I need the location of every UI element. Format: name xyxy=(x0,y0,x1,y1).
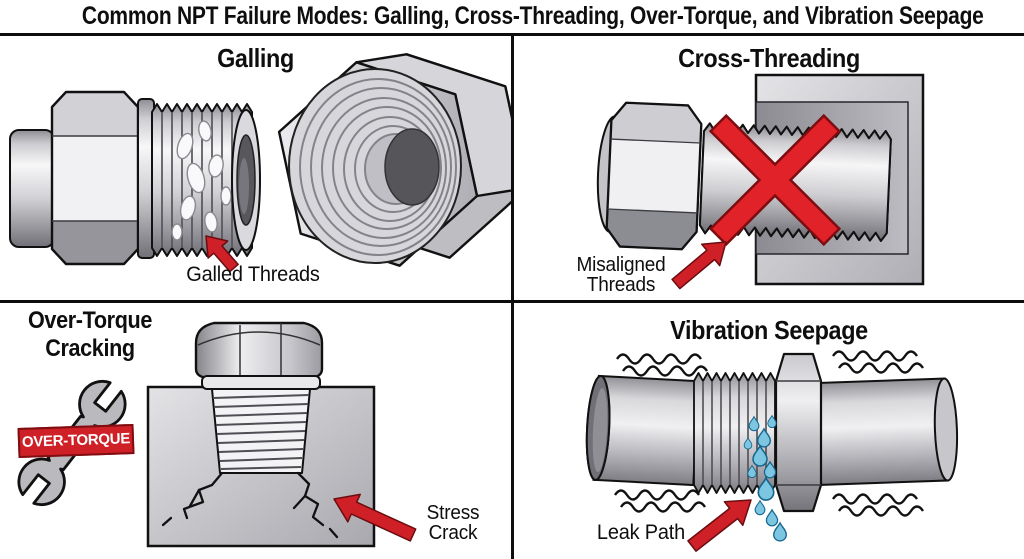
right-pipe xyxy=(815,377,959,487)
misaligned-threads-arrow xyxy=(671,241,727,290)
horizontal-divider xyxy=(0,300,1024,303)
stress-crack-arrow xyxy=(333,493,417,542)
over-torque-illustration xyxy=(17,321,417,548)
leak-path-label: Leak Path xyxy=(596,521,686,544)
quadrant-over-torque: Over-Torque Cracking OVER-TORQUE Stress … xyxy=(0,303,511,559)
plug-threads xyxy=(212,394,310,470)
union-hex-nut xyxy=(774,352,823,513)
cross-threading-illustration xyxy=(596,73,925,290)
stress-cracks xyxy=(161,471,339,539)
over-torque-badge: OVER-TORQUE xyxy=(17,423,135,459)
stress-crack-label: Stress Crack xyxy=(426,502,480,544)
leak-path-arrow xyxy=(687,499,752,552)
hex-plug xyxy=(194,321,324,474)
diagram-title: Common NPT Failure Modes: Galling, Cross… xyxy=(81,2,984,30)
cross-threading-heading: Cross-Threading xyxy=(678,43,860,73)
vibration-seepage-heading: Vibration Seepage xyxy=(670,315,868,345)
galled-threads-label: Galled Threads xyxy=(186,263,320,286)
quadrant-vibration-seepage: Vibration Seepage Leak Path xyxy=(514,303,1024,559)
quadrant-cross-threading: Cross-Threading Misaligned Threads xyxy=(514,36,1024,300)
vertical-divider xyxy=(511,33,514,559)
vibration-seepage-illustration xyxy=(585,350,959,552)
galling-damage-patches xyxy=(171,120,232,241)
left-pipe xyxy=(585,374,700,487)
quadrant-galling: Galling Galled Threads xyxy=(0,36,511,300)
misaligned-threads-label: Misaligned Threads xyxy=(576,254,666,296)
galling-illustration xyxy=(9,53,511,273)
over-torque-heading: Over-Torque Cracking xyxy=(27,307,153,362)
red-x-icon xyxy=(708,113,842,247)
galled-threads-arrow xyxy=(205,235,239,273)
female-nut xyxy=(277,53,511,267)
galled-male-fitting xyxy=(9,90,261,266)
galling-heading: Galling xyxy=(217,43,294,73)
